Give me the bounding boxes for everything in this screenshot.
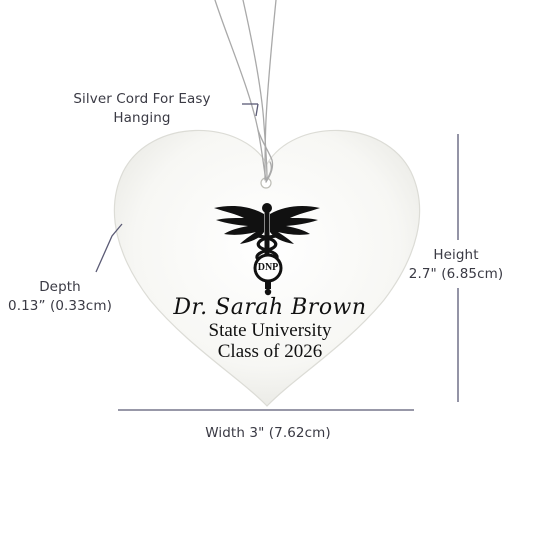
- width-callout: Width 3" (7.62cm): [205, 425, 331, 441]
- height-callout-line1: Height: [433, 247, 479, 263]
- silver-cord: [214, 0, 277, 183]
- depth-callout-line: [95, 223, 123, 273]
- depth-callout: Depth 0.13” (0.33cm): [0, 278, 120, 316]
- cord-callout-line1: Silver Cord For Easy: [73, 91, 211, 107]
- cord-callout-line2: Hanging: [113, 110, 171, 126]
- ornament-school: State University: [208, 320, 332, 341]
- ornament-class-year: Class of 2026: [217, 341, 323, 362]
- badge-text: DNP: [257, 262, 279, 273]
- dimension-lines: [95, 103, 459, 411]
- ornament-name: Dr. Sarah Brown: [173, 295, 367, 320]
- height-callout: Height 2.7" (6.85cm): [404, 246, 508, 284]
- height-callout-line2: 2.7" (6.85cm): [408, 266, 504, 282]
- depth-callout-line2: 0.13” (0.33cm): [8, 298, 112, 314]
- cord-callout: Silver Cord For Easy Hanging: [42, 90, 242, 128]
- depth-callout-line1: Depth: [39, 279, 81, 295]
- caduceus-icon: [214, 203, 320, 296]
